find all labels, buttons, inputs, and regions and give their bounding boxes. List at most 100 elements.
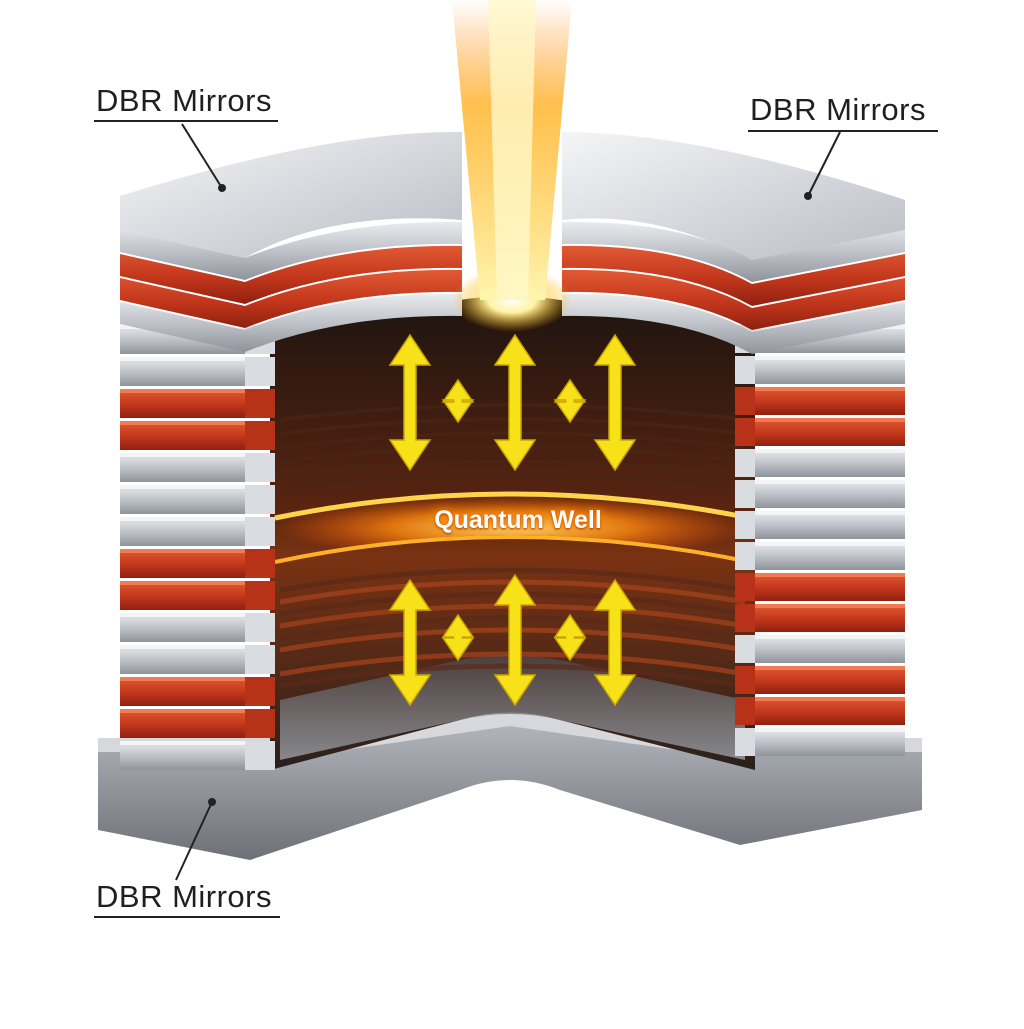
metal-layer	[120, 645, 245, 674]
left-dbr-stack	[120, 325, 275, 770]
copper-layer	[120, 549, 245, 578]
quantum-well-band-top	[274, 491, 751, 521]
cavity-stripe	[279, 567, 746, 593]
layer-edge	[120, 485, 245, 489]
copper-layer	[755, 387, 905, 415]
top-copper-layer	[120, 269, 462, 328]
layer-edge	[120, 613, 245, 617]
leader-line-top-right	[807, 131, 841, 197]
layer-edge	[755, 356, 905, 360]
top-dbr-stack	[120, 131, 905, 354]
leader-dot-top-right	[804, 192, 812, 200]
metal-layer	[120, 453, 245, 482]
double-headed-arrow-icon	[553, 613, 587, 662]
layer-cut-face	[735, 666, 755, 694]
callout-top-right: DBR Mirrors	[750, 92, 926, 127]
copper-layer	[755, 697, 905, 725]
callout-bottom-left: DBR Mirrors	[96, 879, 272, 914]
metal-layer	[755, 511, 905, 539]
top-metal-layer	[562, 221, 905, 282]
top-metal-layer	[120, 293, 462, 352]
layer-edge	[755, 542, 905, 546]
metal-layer	[755, 480, 905, 508]
top-metal-layer	[562, 293, 905, 354]
double-headed-arrow-icon	[441, 613, 475, 662]
top-copper-layer	[562, 245, 905, 306]
layer-edge	[120, 453, 245, 457]
layer-cut-face	[735, 387, 755, 415]
layer-edge	[755, 480, 905, 484]
metal-layer	[755, 728, 905, 756]
copper-layer	[755, 604, 905, 632]
layer-cut-face	[245, 613, 275, 642]
layer-edge	[120, 357, 245, 361]
layer-edge	[120, 421, 245, 425]
layer-cut-face	[735, 480, 755, 508]
double-headed-arrow-icon	[493, 573, 537, 707]
layer-edge	[755, 728, 905, 732]
double-headed-arrow-icon	[388, 578, 432, 707]
top-copper-layer	[562, 269, 905, 330]
double-headed-arrow-icon	[441, 378, 475, 424]
leader-dot-bottom-left	[208, 798, 216, 806]
layer-cut-face	[735, 449, 755, 477]
callout-top-left-underline	[94, 120, 278, 122]
layer-cut-face	[245, 677, 275, 706]
layer-edge	[755, 418, 905, 422]
top-mirror-surface-right	[562, 132, 905, 262]
callout-top-right-underline	[748, 130, 938, 132]
layer-cut-face	[245, 741, 275, 770]
callout-bottom-left-underline	[94, 916, 280, 918]
double-headed-arrow-icon	[553, 378, 587, 424]
layer-cut-face	[735, 418, 755, 446]
layer-cut-face	[735, 604, 755, 632]
layer-cut-face	[245, 421, 275, 450]
leader-dot-top-left	[218, 184, 226, 192]
double-headed-arrow-icon	[593, 333, 637, 472]
metal-layer	[120, 357, 245, 386]
copper-layer	[755, 418, 905, 446]
layer-cut-face	[245, 709, 275, 738]
top-metal-layer	[120, 221, 462, 280]
quantum-well-glow	[275, 495, 750, 560]
laser-beam-core	[488, 0, 536, 300]
metal-layer	[120, 517, 245, 546]
metal-layer	[755, 635, 905, 663]
layer-cut-face	[245, 549, 275, 578]
layer-cut-face	[245, 645, 275, 674]
copper-layer	[120, 581, 245, 610]
double-headed-arrow-icon	[388, 333, 432, 472]
right-dbr-stack	[735, 325, 905, 756]
top-mirror-surface-left	[120, 131, 462, 258]
copper-layer	[755, 573, 905, 601]
metal-layer	[120, 485, 245, 514]
layer-edge	[755, 666, 905, 670]
layer-cut-face	[245, 517, 275, 546]
metal-layer	[755, 449, 905, 477]
layer-edge	[755, 511, 905, 515]
metal-layer	[120, 741, 245, 770]
layer-edge	[755, 697, 905, 701]
layer-edge	[120, 389, 245, 393]
layer-edge	[755, 387, 905, 391]
callout-top-left: DBR Mirrors	[96, 83, 272, 118]
metal-layer	[755, 356, 905, 384]
layer-edge	[755, 604, 905, 608]
copper-layer	[120, 709, 245, 738]
photon-arrows	[388, 333, 637, 707]
layer-cut-face	[735, 697, 755, 725]
metal-layer	[120, 613, 245, 642]
leader-line-bottom-left	[175, 801, 213, 881]
layer-edge	[755, 449, 905, 453]
layer-edge	[120, 741, 245, 745]
top-copper-layer	[120, 245, 462, 304]
layer-cut-face	[245, 581, 275, 610]
layer-cut-face	[735, 542, 755, 570]
layer-cut-face	[245, 485, 275, 514]
layer-edge	[120, 581, 245, 585]
metal-layer	[755, 542, 905, 570]
layer-cut-face	[735, 635, 755, 663]
layer-edge	[120, 709, 245, 713]
